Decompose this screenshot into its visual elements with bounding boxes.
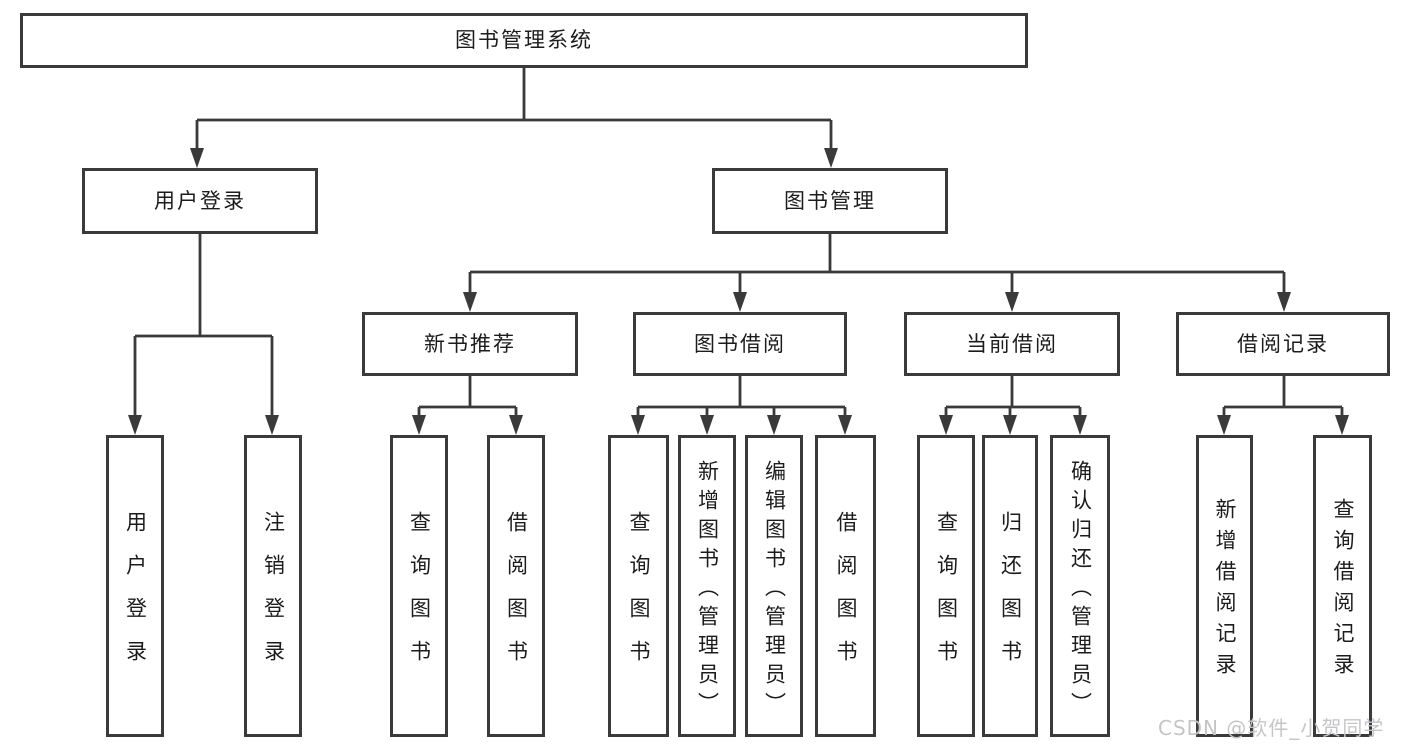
leaf-records-add-record: 新增借阅记录 bbox=[1196, 435, 1253, 737]
connector-newbooks-to-leaves bbox=[412, 376, 523, 435]
node-root: 图书管理系统 bbox=[20, 13, 1028, 68]
connector-root-to-level2 bbox=[190, 68, 838, 168]
leaf-logout: 注销登录 bbox=[244, 435, 302, 737]
connector-userlogin-to-leaves bbox=[128, 234, 279, 435]
node-book-borrow: 图书借阅 bbox=[633, 312, 847, 376]
leaf-user-login: 用户登录 bbox=[106, 435, 164, 737]
csdn-watermark: CSDN @软件_小贺同学 bbox=[1158, 716, 1385, 740]
leaf-current-confirm-return-admin: 确认归还（管理员） bbox=[1050, 435, 1110, 737]
node-new-book-recommend: 新书推荐 bbox=[362, 312, 578, 376]
leaf-borrow-add-books-admin: 新增图书（管理员） bbox=[678, 435, 736, 737]
leaf-current-return-books: 归还图书 bbox=[982, 435, 1038, 737]
node-book-management: 图书管理 bbox=[712, 168, 948, 234]
leaf-borrow-query-books: 查询图书 bbox=[608, 435, 669, 737]
leaf-newbooks-borrow-books: 借阅图书 bbox=[487, 435, 545, 737]
node-user-login: 用户登录 bbox=[82, 168, 318, 234]
leaf-borrow-edit-books-admin: 编辑图书（管理员） bbox=[745, 435, 803, 737]
node-current-borrow: 当前借阅 bbox=[904, 312, 1120, 376]
connector-currentborrow-to-leaves bbox=[939, 376, 1087, 435]
leaf-borrow-borrow-books: 借阅图书 bbox=[815, 435, 876, 737]
connector-bookmanagement-to-level3 bbox=[463, 234, 1291, 312]
leaf-records-query-record: 查询借阅记录 bbox=[1313, 435, 1372, 737]
node-borrow-records: 借阅记录 bbox=[1176, 312, 1390, 376]
leaf-newbooks-query-books: 查询图书 bbox=[390, 435, 448, 737]
leaf-current-query-books: 查询图书 bbox=[917, 435, 975, 737]
connector-bookborrow-to-leaves bbox=[631, 376, 852, 435]
connector-borrowrecords-to-leaves bbox=[1217, 376, 1349, 435]
